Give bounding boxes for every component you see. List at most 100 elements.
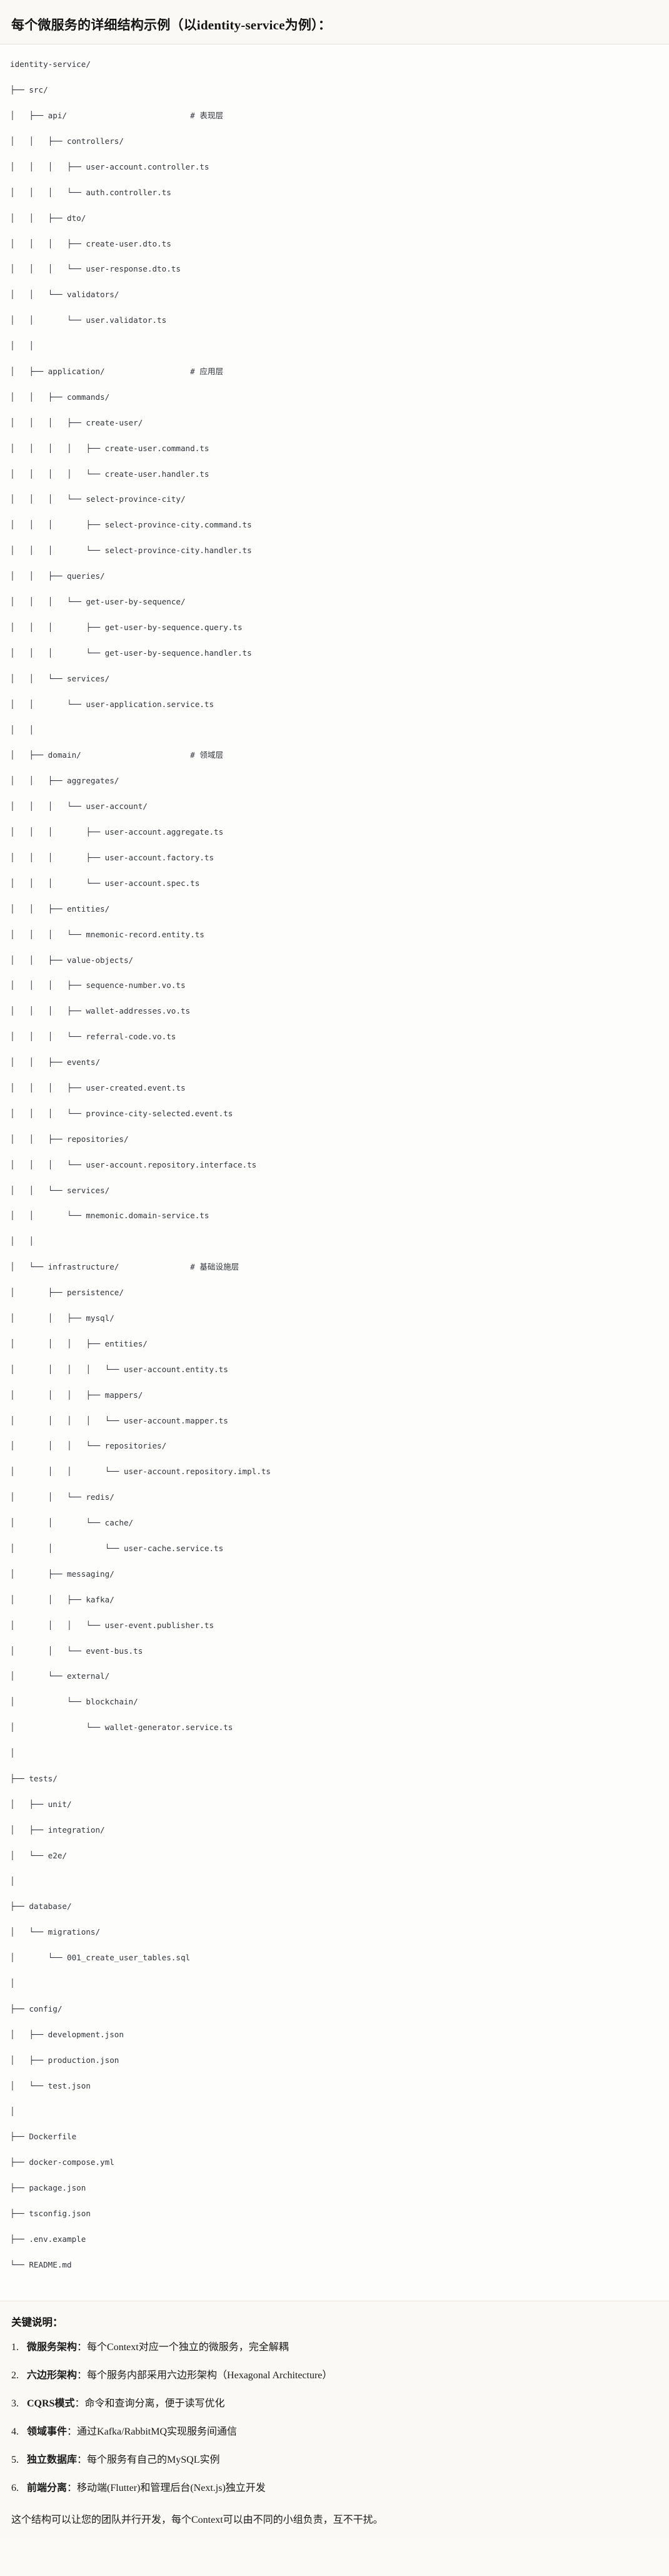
key-point-term: 六边形架构 <box>27 2370 78 2381</box>
tree-line: ├── config/ <box>10 2004 63 2014</box>
tree-line: │ │ │ └── user-response.dto.ts <box>10 264 181 274</box>
tree-line: │ │ ├── kafka/ <box>10 1594 114 1604</box>
tree-line: │ ├── api/ # 表现层 <box>10 111 224 121</box>
tree-line: │ │ └── cache/ <box>10 1518 134 1528</box>
directory-tree-block: identity-service/ ├── src/ │ ├── api/ # … <box>0 44 669 2301</box>
tree-line: ├── tests/ <box>10 1774 58 1784</box>
tree-line: │ │ │ └── user-account.repository.interf… <box>10 1159 257 1169</box>
tree-line: │ │ └── validators/ <box>10 290 119 300</box>
tree-line: │ <box>10 1876 15 1886</box>
key-points-list: 微服务架构：每个Context对应一个独立的微服务，完全解耦六边形架构：每个服务… <box>11 2340 658 2496</box>
tree-line: ├── .env.example <box>10 2234 86 2244</box>
key-points-section: 关键说明： 微服务架构：每个Context对应一个独立的微服务，完全解耦六边形架… <box>0 2301 669 2542</box>
key-point-term: 微服务架构 <box>27 2341 78 2353</box>
tree-line: │ │ │ ├── mappers/ <box>10 1390 143 1400</box>
tree-line: │ │ │ └── user-event.publisher.ts <box>10 1620 214 1630</box>
tree-line: │ │ │ └── repositories/ <box>10 1441 167 1451</box>
tree-line: │ │ │ ├── get-user-by-sequence.query.ts <box>10 622 243 632</box>
tree-line: │ └── wallet-generator.service.ts <box>10 1723 233 1733</box>
tree-line: │ │ │ └── auth.controller.ts <box>10 187 171 197</box>
tree-line: │ │ │ ├── sequence-number.vo.ts <box>10 980 186 990</box>
key-point-item: 前端分离：移动端(Flutter)和管理后台(Next.js)独立开发 <box>11 2481 658 2496</box>
tree-line: │ <box>10 1748 15 1758</box>
tree-line: │ │ ├── commands/ <box>10 392 110 402</box>
tree-line: │ │ │ │ ├── create-user.command.ts <box>10 443 209 453</box>
key-point-term: 领域事件 <box>27 2426 68 2437</box>
tree-line: identity-service/ <box>10 59 91 69</box>
tree-line: ├── docker-compose.yml <box>10 2157 114 2167</box>
tree-line: │ │ │ └── select-province-city.handler.t… <box>10 546 252 556</box>
tree-line: │ │ │ └── get-user-by-sequence.handler.t… <box>10 648 252 658</box>
tree-line-comment: # 领域层 <box>190 750 224 760</box>
tree-line: │ │ │ └── select-province-city/ <box>10 494 186 504</box>
tree-line: │ │ <box>10 1236 34 1246</box>
tree-line: │ │ │ │ └── user-account.entity.ts <box>10 1364 228 1374</box>
tree-line: │ │ └── mnemonic.domain-service.ts <box>10 1211 209 1221</box>
directory-tree: identity-service/ ├── src/ │ ├── api/ # … <box>10 58 659 2284</box>
tree-line: ├── package.json <box>10 2183 86 2193</box>
tree-line: │ ├── unit/ <box>10 1799 72 1809</box>
tree-line: │ <box>10 1978 15 1988</box>
document-header: 每个微服务的详细结构示例（以identity-service为例）： <box>0 0 669 45</box>
tree-line: │ │ │ ├── create-user.dto.ts <box>10 238 171 248</box>
tree-line: │ │ └── user-cache.service.ts <box>10 1544 224 1553</box>
tree-line: ├── Dockerfile <box>10 2132 77 2142</box>
key-point-item: 六边形架构：每个服务内部采用六边形架构（Hexagonal Architectu… <box>11 2368 658 2383</box>
tree-line: │ └── blockchain/ <box>10 1697 138 1707</box>
key-points-title: 关键说明： <box>11 2316 63 2328</box>
footer-note: 这个结构可以让您的团队并行开发，每个Context可以由不同的小组负责，互不干扰… <box>11 2514 383 2525</box>
tree-line: │ └── test.json <box>10 2080 91 2090</box>
tree-line: │ │ │ └── referral-code.vo.ts <box>10 1032 176 1042</box>
tree-line-comment: # 基础设施层 <box>190 1262 239 1272</box>
tree-line: │ └── migrations/ <box>10 1927 101 1937</box>
tree-line-comment: # 应用层 <box>190 367 224 377</box>
tree-line: │ ├── persistence/ <box>10 1288 124 1298</box>
tree-line: │ │ │ │ └── create-user.handler.ts <box>10 469 209 479</box>
tree-line: │ └── external/ <box>10 1671 110 1681</box>
tree-line: │ │ │ └── province-city-selected.event.t… <box>10 1108 233 1118</box>
key-point-description: 每个服务内部采用六边形架构（Hexagonal Architecture） <box>87 2370 333 2381</box>
key-point-item: 领域事件：通过Kafka/RabbitMQ实现服务间通信 <box>11 2425 658 2440</box>
tree-line: │ │ │ └── get-user-by-sequence/ <box>10 597 186 607</box>
tree-line: ├── src/ <box>10 85 48 95</box>
tree-line: │ │ └── services/ <box>10 673 110 683</box>
key-point-item: 微服务架构：每个Context对应一个独立的微服务，完全解耦 <box>11 2340 658 2355</box>
tree-line: │ │ │ ├── select-province-city.command.t… <box>10 520 252 530</box>
tree-line: │ │ ├── entities/ <box>10 904 110 914</box>
tree-line: │ │ <box>10 341 34 351</box>
tree-line: │ └── e2e/ <box>10 1850 67 1860</box>
key-point-description: 每个Context对应一个独立的微服务，完全解耦 <box>87 2341 289 2353</box>
tree-line: │ │ │ └── user-account.repository.impl.t… <box>10 1467 271 1477</box>
key-point-description: 每个服务有自己的MySQL实例 <box>87 2454 220 2465</box>
tree-line: │ │ │ ├── user-account.factory.ts <box>10 852 214 862</box>
tree-line: │ ├── production.json <box>10 2055 119 2065</box>
key-point-separator: ： <box>67 2426 78 2437</box>
tree-line: │ │ ├── queries/ <box>10 571 105 581</box>
tree-line: │ │ │ ├── create-user/ <box>10 417 143 427</box>
tree-line: ├── database/ <box>10 1901 72 1912</box>
key-point-description: 移动端(Flutter)和管理后台(Next.js)独立开发 <box>77 2482 266 2493</box>
tree-line: └── README.md <box>10 2259 72 2269</box>
tree-line: │ ├── application/ # 应用层 <box>10 367 224 377</box>
tree-line: │ │ │ └── user-account.spec.ts <box>10 878 200 888</box>
key-point-item: 独立数据库：每个服务有自己的MySQL实例 <box>11 2453 658 2468</box>
tree-line: │ │ │ ├── user-account.aggregate.ts <box>10 827 224 837</box>
key-point-separator: ： <box>77 2370 88 2381</box>
tree-line: │ │ │ ├── user-created.event.ts <box>10 1082 186 1092</box>
tree-line-comment: # 表现层 <box>190 111 224 121</box>
tree-line: │ │ │ ├── entities/ <box>10 1338 148 1348</box>
tree-line: │ │ ├── controllers/ <box>10 136 124 146</box>
tree-line: │ │ │ └── mnemonic-record.entity.ts <box>10 929 204 939</box>
tree-line: │ │ └── event-bus.ts <box>10 1646 143 1656</box>
tree-line: │ ├── development.json <box>10 2029 124 2039</box>
tree-line: │ │ └── user-application.service.ts <box>10 699 214 709</box>
tree-line: │ │ └── redis/ <box>10 1492 114 1502</box>
key-point-separator: ： <box>77 2341 88 2353</box>
key-point-term: CQRS模式 <box>27 2398 75 2409</box>
tree-line: │ │ │ └── user-account/ <box>10 802 148 812</box>
tree-line: │ └── infrastructure/ # 基础设施层 <box>10 1262 239 1272</box>
tree-line: │ │ │ ├── user-account.controller.ts <box>10 161 209 171</box>
tree-line: │ ├── messaging/ <box>10 1569 114 1579</box>
tree-line: │ │ └── services/ <box>10 1185 110 1195</box>
tree-line: │ │ └── user.validator.ts <box>10 315 167 325</box>
